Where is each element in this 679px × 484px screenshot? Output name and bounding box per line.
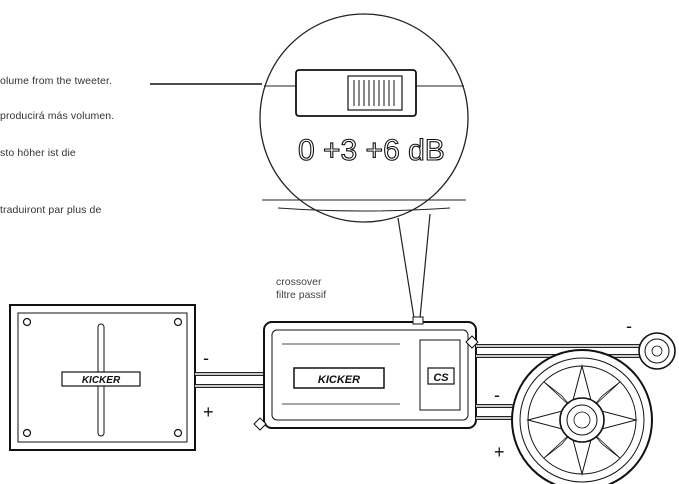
- input-plus-label: +: [203, 402, 214, 422]
- tweeter-minus-label: -: [626, 316, 632, 336]
- woofer: [511, 349, 653, 484]
- input-wires: [195, 372, 264, 388]
- instruction-text-spanish: producirá más volumen.: [0, 110, 115, 122]
- crossover: KICKER CS: [253, 316, 479, 431]
- woofer-minus-label: -: [494, 385, 500, 405]
- switch-slider: [347, 75, 403, 111]
- tweeter: [638, 332, 676, 370]
- crossover-label: crossover: [276, 276, 322, 288]
- db-scale-label: 0 +3 +6 dB: [298, 134, 445, 167]
- input-minus-label: -: [203, 348, 209, 368]
- instruction-text-german: sto höher ist die: [0, 147, 76, 159]
- amplifier: KICKER: [9, 304, 196, 451]
- woofer-plus-label: +: [494, 442, 505, 462]
- zoom-circle: 0 +3 +6 dB: [259, 13, 469, 319]
- crossover-logo: KICKER: [318, 374, 360, 386]
- instruction-text-english: olume from the tweeter.: [0, 75, 113, 87]
- series-badge: CS: [433, 372, 449, 384]
- amp-logo: KICKER: [82, 375, 121, 386]
- crossover-label-french: filtre passif: [276, 289, 327, 301]
- instruction-text-french: traduiront par plus de: [0, 204, 102, 216]
